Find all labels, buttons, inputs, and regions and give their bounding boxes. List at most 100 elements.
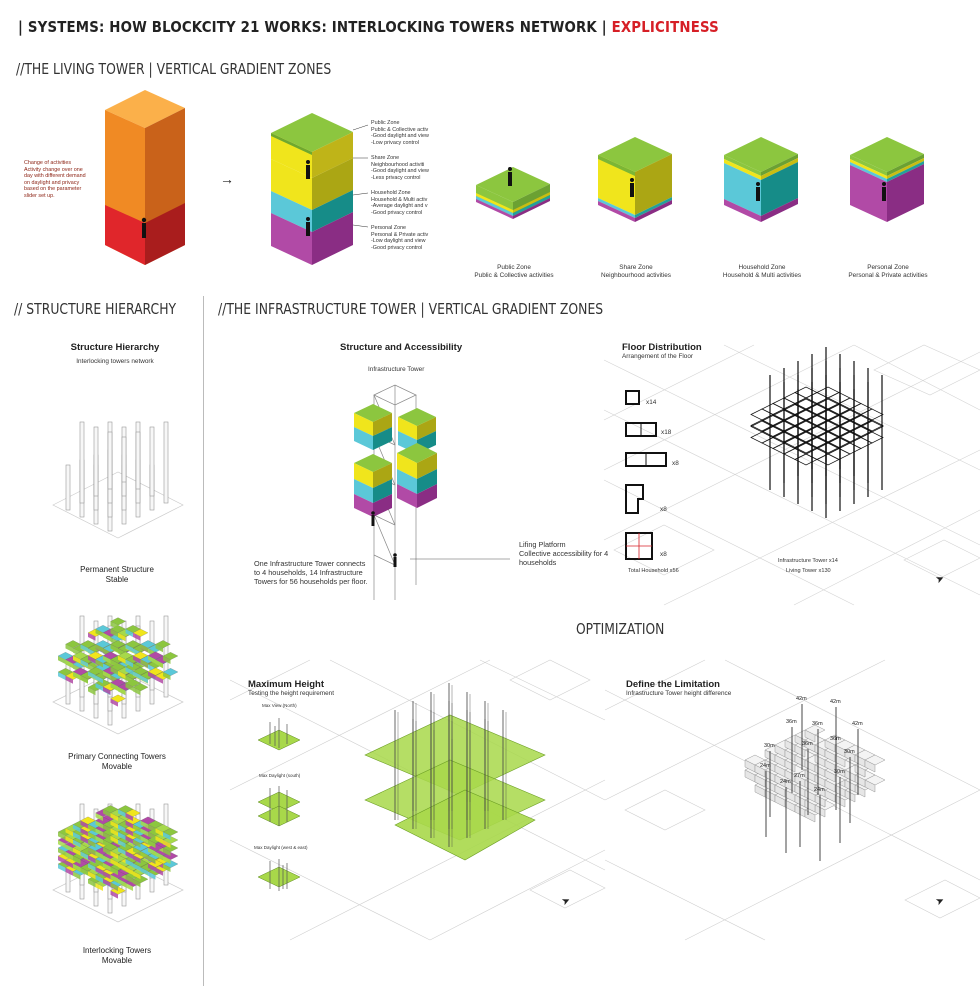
- caption-interlocking: Interlocking Towers Movable: [0, 946, 234, 965]
- living-unit-side: [58, 840, 66, 848]
- living-unit-side: [58, 672, 66, 680]
- floor-cell: [838, 419, 862, 432]
- max-height-planes: [364, 683, 546, 861]
- living-unit-side: [155, 675, 163, 684]
- living-unit-side: [95, 875, 103, 883]
- living-unit-side: [148, 671, 156, 680]
- living-unit-side: [65, 659, 73, 668]
- living-unit-side: [133, 632, 141, 641]
- zone-line: -Good daylight and view: [371, 168, 429, 175]
- person-icon: [882, 182, 886, 201]
- living-unit-side: [103, 847, 111, 856]
- floor-cell: [860, 408, 884, 421]
- living-unit-side: [125, 659, 133, 668]
- living-unit-side: [65, 675, 73, 684]
- floor-cell: [816, 397, 840, 410]
- living-unit-side: [864, 759, 876, 773]
- living-unit-side: [103, 824, 111, 833]
- living-unit-side: [88, 847, 96, 856]
- hierarchy-subtitle: Interlocking towers network: [76, 358, 154, 365]
- living-unit-side: [80, 675, 88, 684]
- header-title: | SYSTEMS: HOW BLOCKCITY 21 WORKS: INTER…: [18, 18, 597, 36]
- living-unit-side: [155, 828, 163, 837]
- living-unit-side: [58, 848, 66, 856]
- living-unit-side: [88, 871, 96, 880]
- living-unit-side: [65, 644, 73, 653]
- living-unit-side: [88, 632, 96, 641]
- living-unit-side: [95, 644, 103, 653]
- cube-title: Share Zone: [619, 264, 653, 271]
- living-unit-side: [65, 844, 73, 853]
- max-height-map: [229, 659, 606, 941]
- person-icon: [141, 217, 147, 238]
- living-unit-side: [814, 784, 826, 798]
- living-unit-side: [110, 813, 118, 821]
- height-label: 30m: [844, 749, 855, 755]
- floor-unit-icons: [625, 390, 667, 560]
- height-label: 36m: [786, 719, 797, 725]
- cube-caption-personal: Personal Zone Personal & Private activit…: [828, 264, 948, 280]
- living-unit-side: [88, 855, 96, 864]
- cube-sub: Neighbourhood activities: [601, 272, 671, 279]
- floor-cell: [838, 420, 862, 433]
- floor-cell: [783, 404, 807, 416]
- caption-line: Movable: [101, 761, 133, 771]
- living-unit-side: [58, 656, 66, 664]
- living-unit-side: [110, 874, 118, 883]
- zone-line: Personal & Private activ: [371, 231, 429, 238]
- living-unit-side: [95, 851, 103, 859]
- living-unit-side: [125, 828, 133, 837]
- living-unit-side: [163, 672, 171, 680]
- living-unit-side: [125, 813, 133, 821]
- living-unit-side: [125, 859, 133, 867]
- living-unit-side: [148, 871, 156, 880]
- height-label: 42m: [830, 699, 841, 705]
- note-line: Towers for 56 households per floor.: [254, 577, 368, 586]
- living-unit-block: [132, 628, 149, 637]
- living-unit-side: [125, 851, 133, 859]
- living-unit-side: [125, 675, 133, 684]
- floor-cell: [827, 437, 851, 449]
- caption-line: Movable: [101, 955, 133, 965]
- person-icon: [630, 178, 634, 197]
- floor-distribution-subtitle: Arrangement of the Floor: [622, 353, 694, 360]
- structure-column: [93, 426, 99, 497]
- gradient-tower-orange: [105, 90, 185, 265]
- living-unit-side: [103, 878, 111, 887]
- living-unit-side: [155, 867, 163, 876]
- living-unit-side: [125, 883, 133, 891]
- floor-count: x8: [660, 506, 667, 513]
- floor-cell: [783, 436, 807, 448]
- zone-line: -Good daylight and view: [371, 133, 429, 140]
- floor-cell: [816, 419, 840, 432]
- person-icon: [306, 160, 310, 179]
- living-unit-side: [118, 878, 126, 887]
- note-line: slider set up.: [24, 192, 55, 199]
- structure-column: [121, 436, 127, 483]
- living-unit-side: [118, 832, 126, 840]
- living-unit-side: [155, 644, 163, 653]
- floor-cell: [849, 415, 873, 427]
- floor-cell: [783, 415, 807, 427]
- living-tower-count: Living Tower x130: [786, 568, 831, 574]
- living-unit-side: [155, 851, 163, 860]
- floor-cell: [805, 415, 829, 427]
- living-unit-block: [132, 683, 149, 692]
- page-header: | SYSTEMS: HOW BLOCKCITY 21 WORKS: INTER…: [18, 18, 719, 36]
- person-icon: [306, 217, 310, 236]
- floor-cell: [761, 414, 785, 426]
- living-unit-side: [133, 863, 141, 872]
- living-unit-side: [58, 864, 66, 872]
- living-unit-side: [88, 832, 96, 840]
- living-unit-side: [95, 683, 103, 691]
- floor-cell: [860, 431, 884, 444]
- living-unit-side: [118, 847, 126, 856]
- living-unit-side: [834, 754, 846, 768]
- living-unit-side: [103, 839, 111, 848]
- living-unit-side: [110, 667, 118, 675]
- living-unit-side: [103, 855, 111, 864]
- living-unit-side: [95, 867, 103, 875]
- living-unit-side: [140, 659, 148, 668]
- living-unit-side: [148, 847, 156, 856]
- living-unit-side: [73, 671, 81, 680]
